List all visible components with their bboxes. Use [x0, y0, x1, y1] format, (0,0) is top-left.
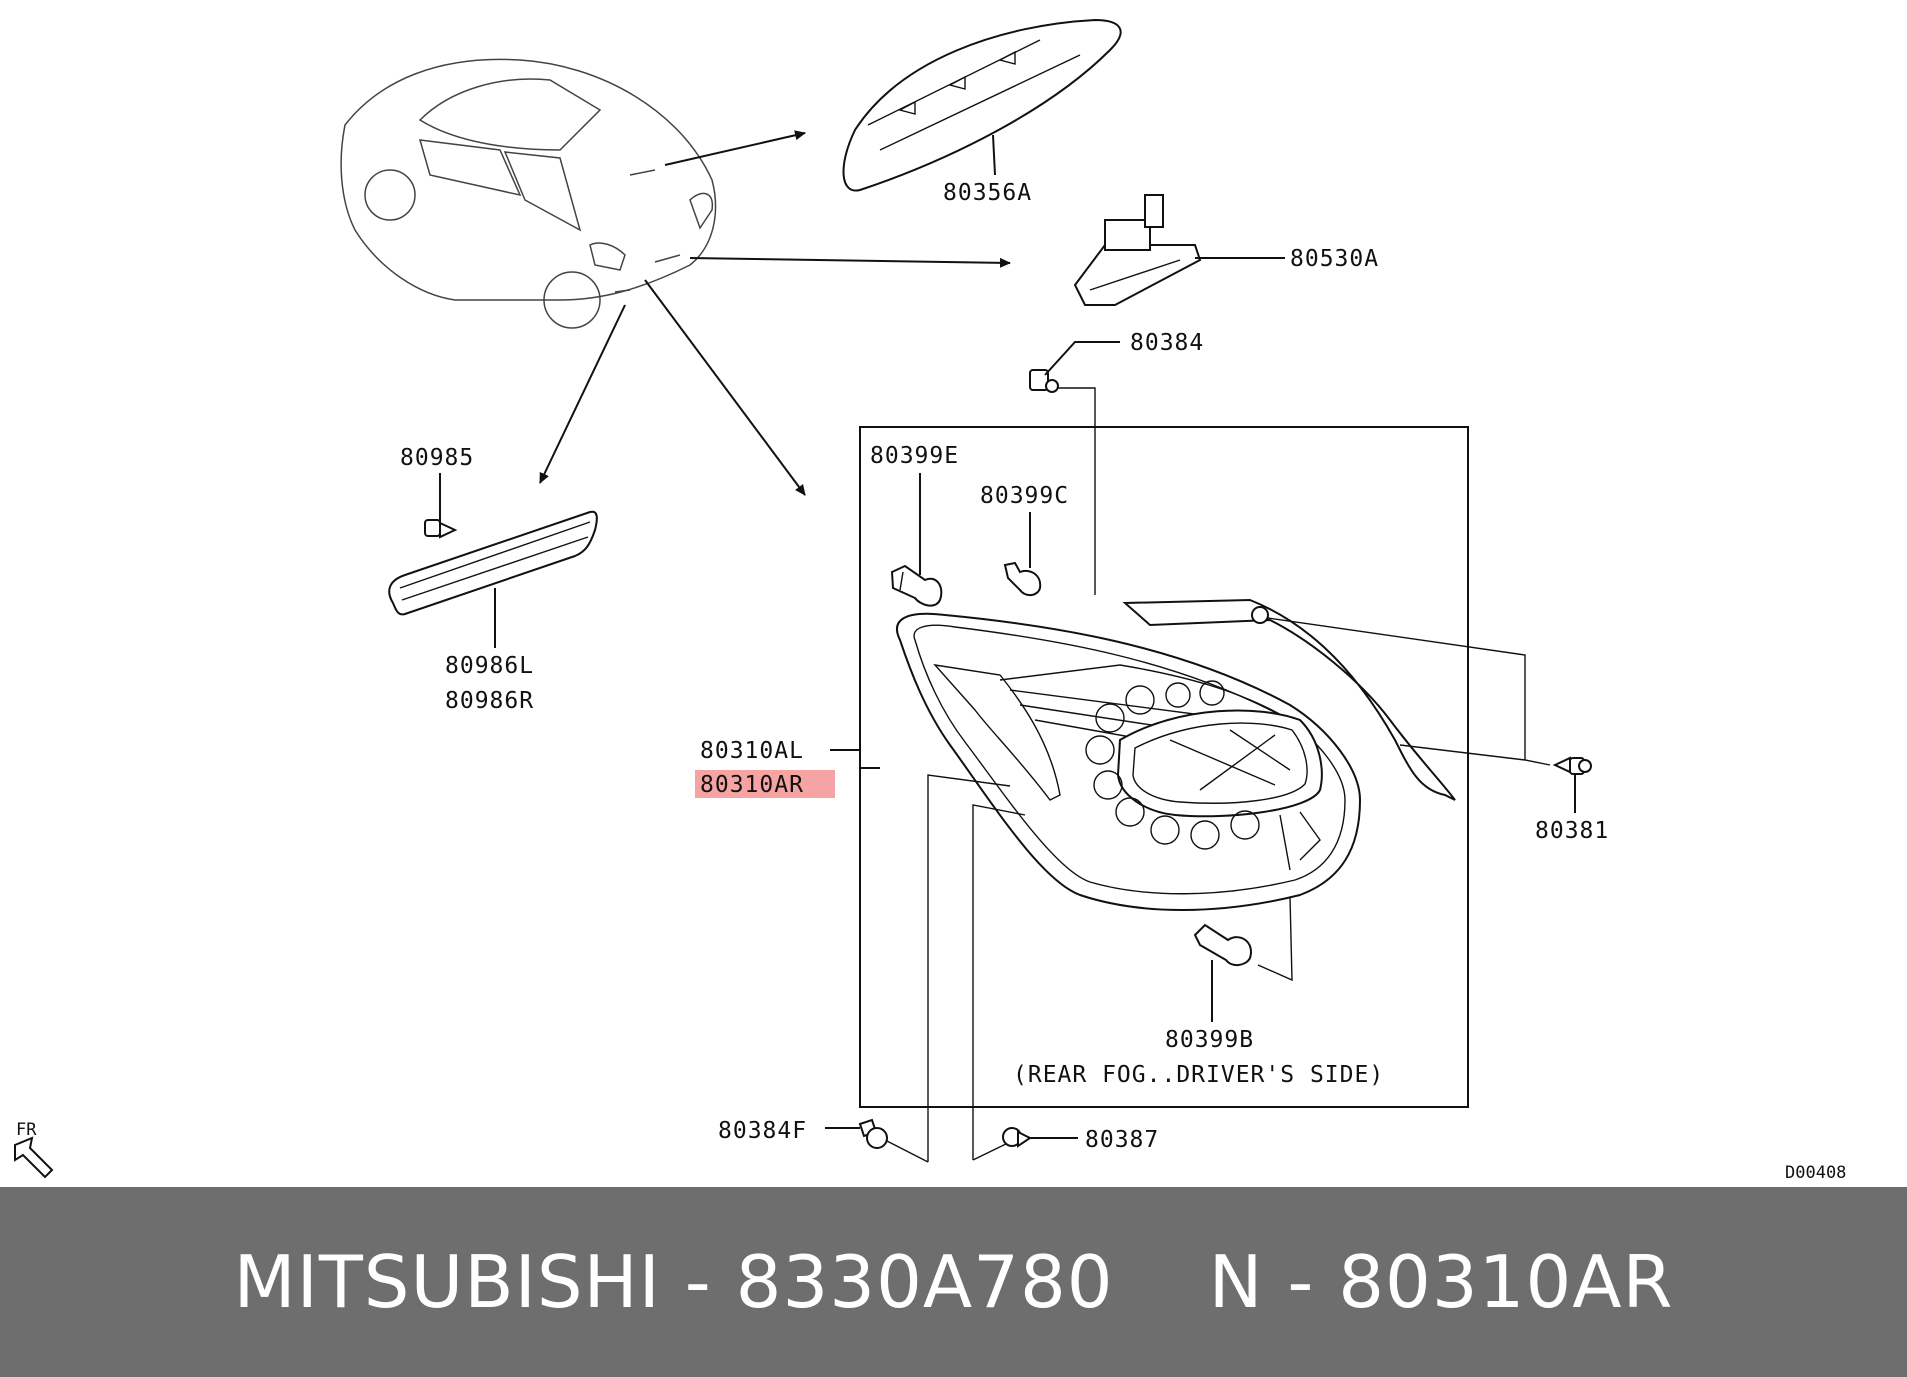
label-rear-fog-note: (REAR FOG..DRIVER'S SIDE): [1013, 1062, 1384, 1088]
label-80384: 80384: [1130, 330, 1204, 356]
rear-reflector: [388, 510, 598, 616]
leader-80356A: [992, 134, 996, 176]
leader-80384F-joint: [884, 1139, 929, 1163]
leader-80384F-to-lamp: [927, 774, 1011, 1162]
screw-80985: [424, 519, 458, 539]
bulb-80399B: [1193, 923, 1252, 966]
high-mount-stop-lamp: [842, 18, 1122, 192]
leader-80399B-to-lamp: [1257, 896, 1293, 982]
leader-80387-joint: [972, 1141, 1011, 1161]
label-fr: FR: [16, 1120, 37, 1140]
clip-80384F: [858, 1118, 888, 1149]
car-illustration: [340, 58, 717, 329]
label-80399E: 80399E: [870, 443, 959, 469]
label-80399C: 80399C: [980, 483, 1069, 509]
front-direction-arrow-icon: [14, 1136, 54, 1179]
highlight-80310AR: [695, 770, 835, 798]
label-80985: 80985: [400, 445, 474, 471]
leader-80384-to-lamp: [1058, 387, 1096, 595]
leader-80310A: [830, 749, 861, 768]
bulb-80399C: [1003, 561, 1042, 596]
screw-80384: [1029, 369, 1059, 393]
label-80387: 80387: [1085, 1127, 1159, 1153]
arrow-to-tail-lamp: [644, 279, 806, 496]
screw-80381: [1552, 756, 1592, 775]
arrow-to-reflector: [539, 304, 626, 484]
bulb-80399E: [890, 564, 943, 607]
tail-lamp-assembly: [896, 598, 1456, 911]
label-80310AL: 80310AL: [700, 738, 804, 764]
arrow-to-high-mount-stop-lamp: [664, 130, 806, 166]
label-80381: 80381: [1535, 818, 1609, 844]
footer-ref-part: N - 80310AR: [1208, 1240, 1674, 1324]
label-80310AR: 80310AR: [700, 772, 804, 798]
label-diagram-code: D00408: [1785, 1163, 1846, 1183]
bracket-80381-upper: [1267, 617, 1526, 760]
arrow-to-license-lamp: [689, 257, 1011, 268]
label-80356A: 80356A: [943, 180, 1032, 206]
clip-80387: [1002, 1127, 1032, 1148]
leader-80387-to-lamp: [972, 804, 1026, 1160]
leader-80384: [1044, 341, 1120, 376]
label-80399B: 80399B: [1165, 1027, 1254, 1053]
footer-banner: MITSUBISHI - 8330A780 N - 80310AR: [0, 1187, 1907, 1377]
label-80986L: 80986L: [445, 653, 534, 679]
license-plate-lamp: [1073, 194, 1202, 306]
label-80986R: 80986R: [445, 688, 534, 714]
parts-diagram: 80356A 80530A 80384 80985 80986: [14, 18, 1846, 1183]
bracket-80381-lower: [1399, 744, 1551, 766]
label-80530A: 80530A: [1290, 246, 1379, 272]
footer-brand-part: MITSUBISHI - 8330A780: [233, 1240, 1114, 1324]
label-80384F: 80384F: [718, 1118, 807, 1144]
